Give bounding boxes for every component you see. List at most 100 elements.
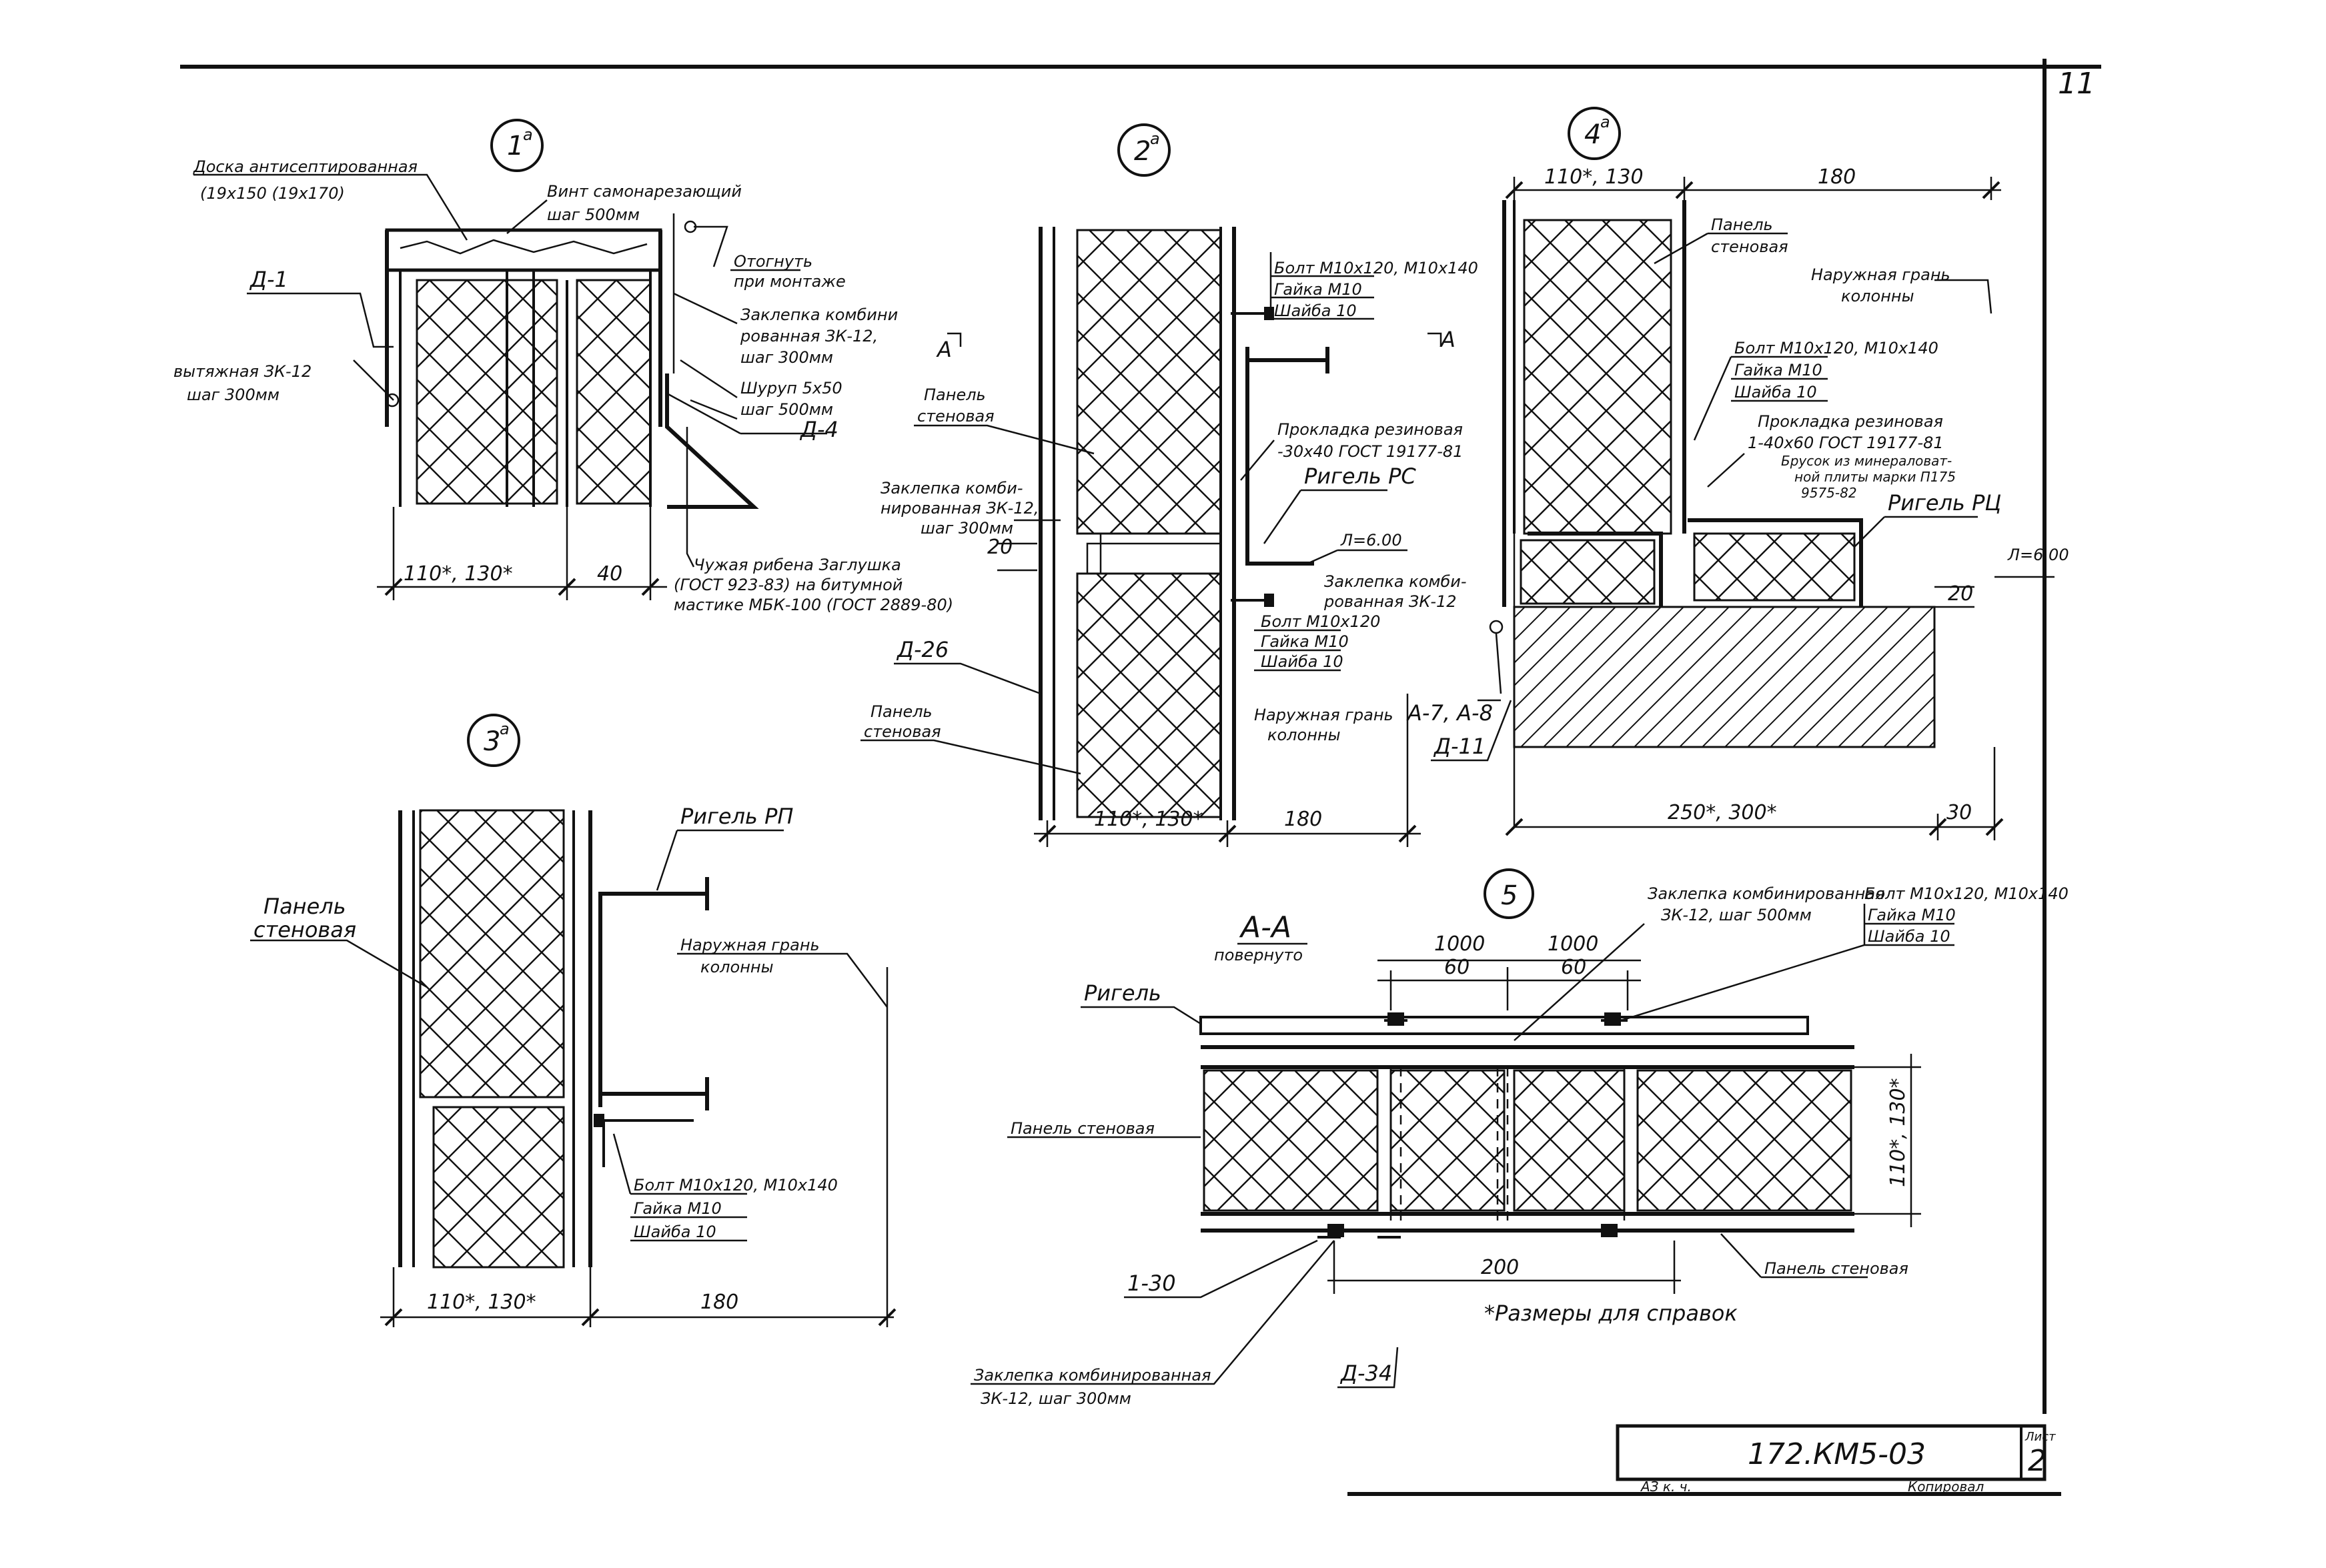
- detail2-bolt-b: Болт М10х120: [1261, 612, 1380, 631]
- detail4-dim-20: 20: [1948, 582, 1973, 606]
- detail3-panel2: стеновая: [253, 917, 356, 942]
- detail-4a: 4 а 110*, 130 180 Панель стеновая Наружн…: [1406, 107, 2069, 840]
- detail4-gasket4: ной плиты марки П175: [1794, 469, 1956, 485]
- detail2-marker: 2: [1134, 136, 1151, 167]
- detail5-title: А-А: [1239, 910, 1291, 944]
- signature-right: Копировал: [1908, 1479, 1984, 1495]
- detail4-dim-180: 180: [1818, 165, 1856, 189]
- detail5-bolt: Болт М10х120, М10х140: [1864, 884, 2069, 903]
- detail1-screw-step: шаг 500мм: [547, 205, 640, 224]
- detail5-girder: Ригель: [1084, 980, 1161, 1006]
- detail5-nut: Гайка М10: [1868, 906, 1956, 924]
- detail-marker-2a: [1117, 123, 1171, 177]
- detail1-gasket3: мастике МБК-100 (ГОСТ 2889-80): [674, 596, 953, 614]
- detail4-face: Наружная грань: [1811, 265, 1950, 284]
- detail4-level: Л=6.00: [2007, 546, 2069, 564]
- signature-left: АЗ к. ч.: [1640, 1479, 1692, 1495]
- insulation-4a: [1523, 219, 1672, 535]
- detail1-dim-gap: 40: [597, 562, 622, 586]
- detail-1a: 1 а Доска антисептированная (19x150 (19x…: [173, 119, 953, 614]
- detail2-girder: Ригель РС: [1304, 464, 1416, 489]
- detail5-rivet-b2: ЗК-12, шаг 300мм: [981, 1389, 1131, 1408]
- detail4-dim-30: 30: [1946, 801, 1972, 824]
- detail2-level: Л=6.00: [1340, 531, 1402, 550]
- detail3-dim-180: 180: [700, 1291, 738, 1314]
- detail4-marker: 4: [1584, 119, 1601, 150]
- detail5-panel-b: Панель стеновая: [1764, 1259, 1908, 1278]
- detail2-gasket2: -30х40 ГОСТ 19177-81: [1277, 442, 1463, 461]
- detail4-dim-top: 110*, 130: [1544, 165, 1644, 189]
- detail4-panel2: стеновая: [1711, 237, 1788, 256]
- insulation-3a-top: [419, 809, 565, 1098]
- detail2-rivet2: нированная ЗК-12,: [881, 499, 1039, 518]
- detail4-refs: А-7, А-8: [1406, 700, 1493, 726]
- detail3-dim-width: 110*, 130*: [427, 1291, 536, 1314]
- detail2-nut: Гайка М10: [1274, 280, 1362, 299]
- detail3-girder: Ригель РП: [680, 804, 793, 829]
- detail1-rivet-step: шаг 300мм: [740, 348, 833, 367]
- detail1-board-label: Доска антисептированная: [193, 157, 418, 176]
- detail4-face2: колонны: [1841, 287, 1914, 305]
- detail2-washer-b: Шайба 10: [1261, 652, 1343, 671]
- detail2-rivet3: шаг 300мм: [921, 519, 1013, 538]
- sheet-frame: 11 172.КМ5-03 Лист 2 АЗ к. ч. Копировал: [180, 59, 2101, 1496]
- detail2-dim-180: 180: [1284, 808, 1322, 831]
- insulation-2a-top: [1076, 229, 1222, 535]
- insulation-1a-right: [576, 279, 652, 505]
- detail2-panel: Панель: [924, 385, 986, 404]
- detail4-washer: Шайба 10: [1734, 383, 1817, 402]
- detail4-dim-bottom: 250*, 300*: [1668, 801, 1777, 824]
- detail4-marker-sup: а: [1600, 113, 1610, 131]
- detail1-rivet-label: Заклепка комбини: [740, 305, 898, 324]
- detail-marker-1a: [490, 119, 544, 172]
- detail2-ref: Д-26: [896, 637, 949, 662]
- detail-marker-4a: [1568, 107, 1621, 160]
- detail2-nut-b: Гайка М10: [1261, 632, 1349, 651]
- detail3-marker: 3: [484, 726, 500, 757]
- detail4-gasket5: 9575-82: [1801, 485, 1857, 501]
- detail5-panel: Панель стеновая: [1011, 1119, 1155, 1138]
- detail1-bend-label: Отогнуть: [734, 252, 812, 271]
- detail1-left-step: шаг 300мм: [187, 385, 279, 404]
- detail4-ref-d11: Д-11: [1433, 734, 1486, 759]
- insulation-5-a: [1203, 1069, 1379, 1212]
- detail1-left-rivet: вытяжная ЗК-12: [173, 362, 312, 381]
- detail2-gap-20: 20: [987, 536, 1013, 559]
- detail-5-section-aa: 5 А-А повернуто Заклепка комбинированная…: [971, 868, 2069, 1408]
- detail-2a: 2 а А А Болт М10х120, М10х140 Гайка М10 …: [860, 123, 1478, 847]
- detail2-panel-b2: стеновая: [864, 722, 941, 741]
- detail2-gasket: Прокладка резиновая: [1277, 420, 1463, 439]
- detail2-face2: колонны: [1267, 726, 1341, 744]
- detail-marker-3a: [467, 714, 520, 767]
- detail5-marker: 5: [1501, 880, 1518, 911]
- concrete-4a: [1513, 606, 1936, 748]
- insulation-3a-bottom: [432, 1106, 565, 1269]
- detail1-angle-label: Шуруп 5x50: [740, 379, 842, 398]
- detail3-panel: Панель: [263, 894, 346, 919]
- detail5-dim-60a: 60: [1444, 956, 1470, 979]
- detail2-section-right: А: [1439, 327, 1456, 352]
- detail2-panel2: стеновая: [917, 407, 995, 426]
- detail2-rivet-b: Заклепка комби-: [1324, 572, 1467, 591]
- detail4-gasket: Прокладка резиновая: [1758, 412, 1943, 431]
- detail5-dim-side: 110*, 130*: [1886, 1078, 1910, 1187]
- footnote: *Размеры для справок: [1484, 1301, 1738, 1326]
- detail2-section-left: А: [936, 337, 952, 362]
- title-block: [1616, 1424, 2047, 1481]
- detail5-ref-130: 1-30: [1127, 1271, 1176, 1296]
- detail4-nut: Гайка М10: [1734, 361, 1822, 379]
- girder-5: [1199, 1016, 1809, 1035]
- detail4-girder: Ригель РЦ: [1888, 490, 2001, 516]
- detail1-dim-width: 110*, 130*: [404, 562, 513, 586]
- page-number: 11: [2058, 67, 2095, 101]
- sheet-number: 2: [2028, 1444, 2047, 1478]
- insulation-5-c: [1513, 1069, 1626, 1212]
- detail2-rivet: Заклепка комби-: [881, 479, 1023, 498]
- detail2-face: Наружная грань: [1254, 706, 1393, 724]
- detail2-marker-sup: а: [1150, 129, 1160, 148]
- detail1-rivet-label2: рованная ЗК-12,: [740, 327, 878, 345]
- detail3-bolt: Болт М10х120, М10х140: [634, 1176, 838, 1195]
- detail2-rivet-b2: рованная ЗК-12: [1323, 592, 1457, 611]
- detail4-gasket3: Брусок из минераловат-: [1781, 453, 1952, 469]
